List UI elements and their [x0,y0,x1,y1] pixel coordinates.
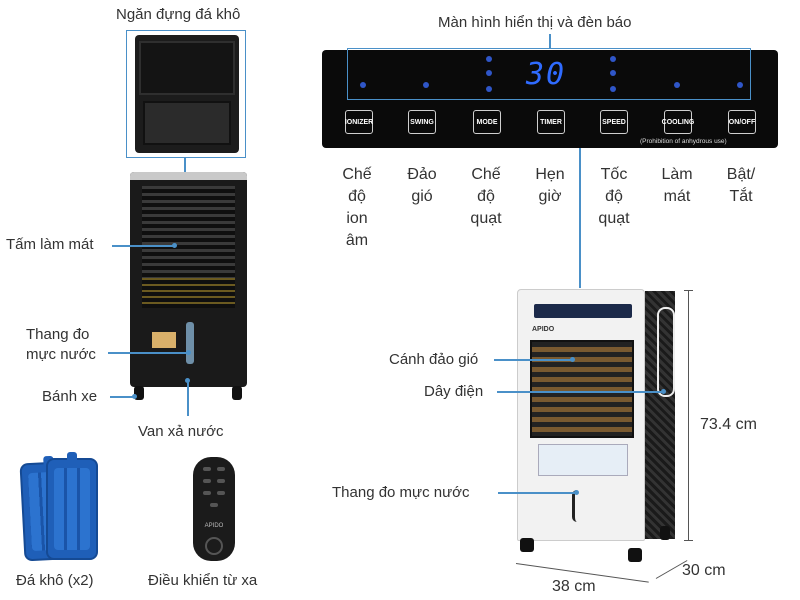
remote-brand-text: APIDO [204,523,224,529]
height-dimension-line [688,290,689,540]
water-level-gauge [572,490,582,522]
temperature-display: 30 [526,57,567,92]
white-cooler-image: APIDO [517,283,677,543]
callout-line [497,391,663,393]
on-off-button[interactable]: ON/OFF [728,110,756,134]
callout-line [108,352,188,354]
water-level-gauge [186,322,194,364]
speed-button[interactable]: SPEED [600,110,628,134]
indicator-light [486,56,492,62]
water-gauge-label-line2: mực nước [26,346,96,363]
cooling-caption: Làm mát [661,166,693,205]
swing-caption: Đảo gió [407,166,437,205]
ice-packs-label: Đá khô (x2) [16,572,94,589]
indicator-light [486,86,492,92]
timer-caption: Hẹn giờ [535,166,565,205]
indicator-light [486,70,492,76]
swing-button[interactable]: SWING [408,110,436,134]
cooling-pad-label: Tấm làm mát [6,236,94,253]
cooling-button[interactable]: COOLING [662,110,694,134]
water-gauge-right-label: Thang đo mực nước [332,484,470,501]
remote-label: Điều khiển từ xa [148,572,258,589]
power-cord [657,307,675,397]
height-dimension: 73.4 cm [700,416,757,433]
wheel [232,386,242,400]
water-gauge-label-line1: Thang đo [26,326,90,343]
depth-dimension: 30 cm [682,562,726,579]
width-dimension: 38 cm [552,578,596,595]
callout-line [184,158,186,172]
ice-compartment-lid [135,35,239,153]
indicator-light [737,82,743,88]
callout-line [498,492,576,494]
display-label: Màn hình hiển thị và đèn báo [438,14,632,31]
mode-button[interactable]: MODE [473,110,501,134]
callout-line [579,148,581,288]
callout-line [494,359,572,361]
wheels-label: Bánh xe [42,388,98,405]
display-indicator-box [347,48,751,100]
cooling-pad [142,186,235,308]
swing-louvre [530,340,634,438]
wheel [134,386,144,400]
swing-louvre-label: Cánh đảo gió [389,351,479,368]
speed-caption: Tốc độ quạt [598,166,630,227]
callout-line [187,380,189,416]
indicator-light [423,82,429,88]
ionizer-button[interactable]: IONIZER [345,110,373,134]
ice-compartment-label: Ngăn đựng đá khô [116,6,241,23]
callout-line [112,245,174,247]
ionizer-caption: Chế độ ion âm [342,166,372,249]
timer-button[interactable]: TIMER [537,110,565,134]
ice-compartment-image [126,30,246,158]
prohibition-note: (Prohibition of anhydrous use) [640,138,727,145]
ice-pack [46,452,98,560]
indicator-light [610,70,616,76]
black-cooler-image [130,172,247,387]
drain-valve-label: Van xả nước [138,423,224,440]
on-off-caption: Bật/ Tắt [726,166,756,205]
wheel [628,548,642,562]
mode-caption: Chế độ quạt [470,166,502,227]
indicator-light [674,82,680,88]
wheel [660,526,670,540]
indicator-light [610,86,616,92]
wheel [520,538,534,552]
indicator-light [610,56,616,62]
callout-line [549,34,551,48]
power-cord-label: Dây điện [424,383,484,400]
cooler-brand-text: APIDO [532,326,555,333]
callout-line [110,396,134,398]
indicator-light [360,82,366,88]
remote-control-image: APIDO [193,457,235,561]
